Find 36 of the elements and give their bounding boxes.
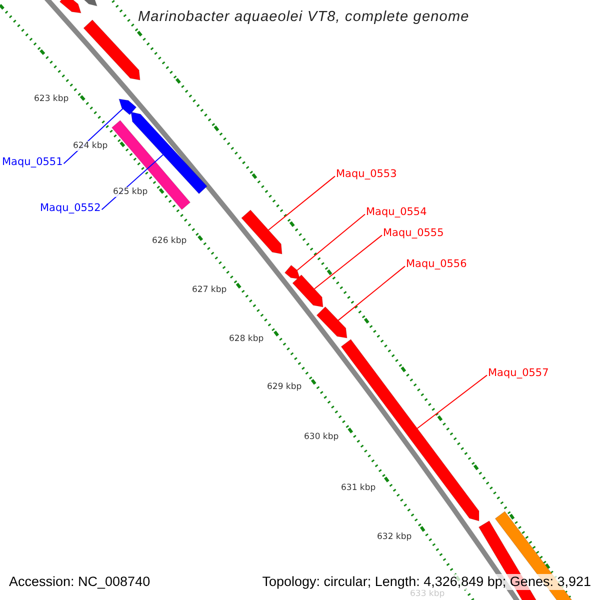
gene-segment bbox=[83, 19, 140, 80]
tick-label: 628 kbp bbox=[229, 334, 264, 344]
gene-segment bbox=[340, 338, 480, 522]
map-title: Marinobacter aquaeolei VT8, complete genome bbox=[136, 9, 472, 26]
gene-segment bbox=[130, 112, 208, 194]
leader-line bbox=[296, 214, 366, 271]
gene-segment bbox=[111, 120, 190, 210]
tick-label: 626 kbp bbox=[152, 236, 187, 246]
genome-stats-text: Topology: circular; Length: 4,326,849 bp; Genes: 3,921 bbox=[262, 574, 591, 590]
accession-text: Accession: NC_008740 bbox=[9, 574, 150, 590]
gene-segment bbox=[316, 306, 348, 338]
gene-segment bbox=[284, 264, 300, 280]
gene-label: Maqu_0556 bbox=[406, 258, 467, 271]
tick-label: 627 kbp bbox=[192, 285, 227, 296]
tick-label: 630 kbp bbox=[304, 432, 339, 442]
tick-label: 623 kbp bbox=[34, 94, 69, 104]
leader-line bbox=[314, 234, 382, 290]
gene-label: Maqu_0553 bbox=[336, 168, 397, 181]
gene-label: Maqu_0557 bbox=[488, 367, 549, 380]
gene-segment bbox=[292, 274, 324, 308]
tick-label: 631 kbp bbox=[341, 483, 376, 494]
gene-label: Maqu_0552 bbox=[40, 202, 101, 215]
gene-label: Maqu_0551 bbox=[2, 156, 63, 169]
gene-segment bbox=[118, 98, 137, 116]
tick-label: 632 kbp bbox=[377, 532, 412, 542]
gene-label: Maqu_0554 bbox=[366, 206, 427, 219]
tick-label: 629 kbp bbox=[267, 382, 302, 392]
leader-line bbox=[416, 374, 488, 429]
tick-label: 624 kbp bbox=[73, 141, 108, 152]
tick-label: 625 kbp bbox=[113, 187, 148, 198]
leader-line bbox=[268, 176, 336, 230]
gene-segment bbox=[59, 0, 82, 14]
leader-line bbox=[338, 266, 406, 321]
gene-segment bbox=[241, 210, 282, 254]
gene-segment bbox=[82, 0, 98, 6]
gene-label: Maqu_0555 bbox=[383, 227, 444, 240]
